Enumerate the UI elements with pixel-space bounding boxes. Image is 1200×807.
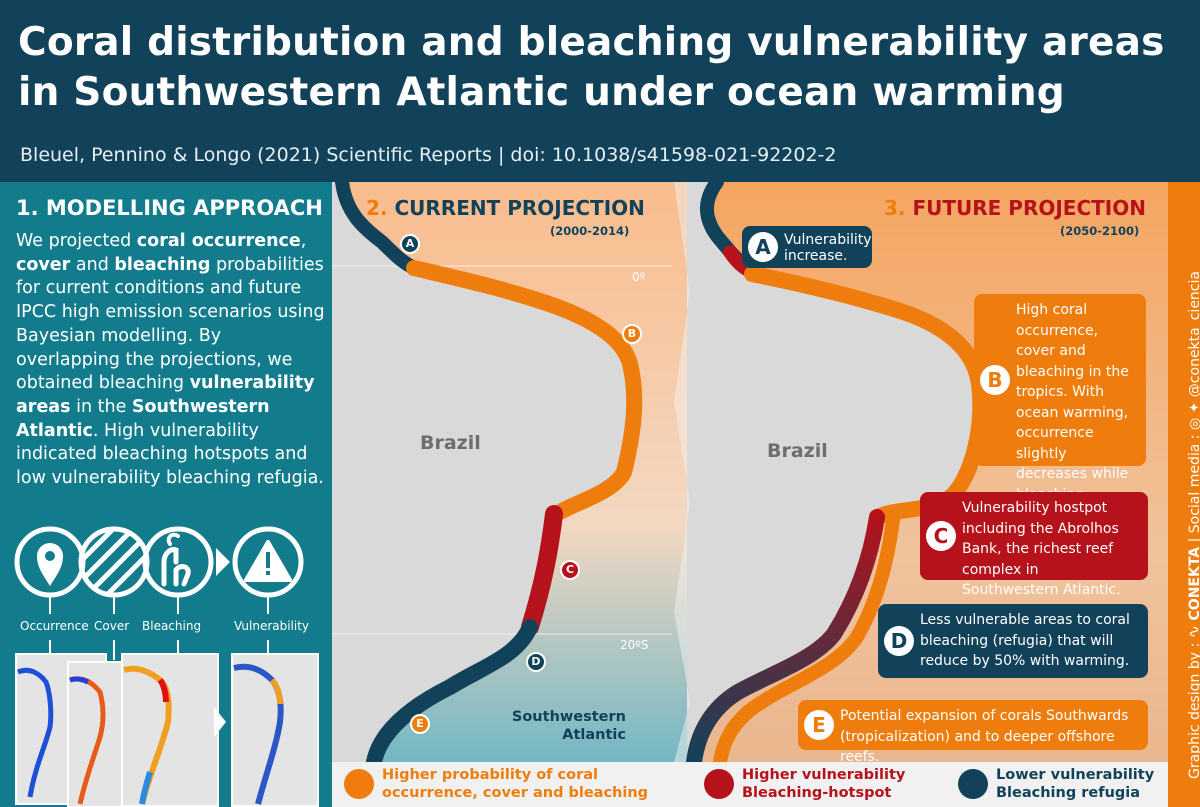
- social-handle[interactable]: @conekta_ciencia: [1187, 271, 1200, 398]
- marker-c-current: C: [560, 560, 580, 580]
- instagram-icon[interactable]: ◎: [1187, 418, 1200, 430]
- mini-map-vulnerability: [231, 653, 319, 807]
- marker-d-current: D: [526, 652, 546, 672]
- mini-map-bleaching: [121, 653, 219, 807]
- panel1-text: We projected coral occurrence, cover and…: [16, 231, 325, 489]
- arrow-icon: [216, 548, 230, 576]
- marker-e-current: E: [410, 714, 430, 734]
- box-a: A Vulnerability increase.: [742, 226, 872, 268]
- coral-icon: [142, 526, 214, 598]
- marker-b-current: B: [622, 324, 642, 344]
- label-brazil-future: Brazil: [767, 440, 828, 462]
- marker-a-current: A: [400, 234, 420, 254]
- panel2-period: (2000-2014): [550, 224, 630, 238]
- page-title: Coral distribution and bleaching vulnera…: [18, 20, 1165, 115]
- panel1-title: 1. MODELLING APPROACH: [16, 196, 323, 220]
- panel3-period: (2050-2100): [1060, 224, 1140, 238]
- legend-orange: Higher probability of coral occurrence, …: [382, 767, 649, 801]
- box-b: B High coral occurrence, cover and bleac…: [974, 294, 1146, 523]
- label-cover: Cover: [94, 619, 130, 633]
- legend-dot-teal: [958, 769, 988, 799]
- label-brazil-current: Brazil: [420, 432, 481, 454]
- credits-sidebar: Graphic design by : ∿ CONEKTA | Social m…: [1168, 182, 1200, 807]
- label-sw-atlantic: Southwestern Atlantic: [511, 709, 626, 743]
- legend-teal: Lower vulnerability Bleaching refugia: [996, 767, 1155, 801]
- legend: Higher probability of coral occurrence, …: [332, 762, 1170, 807]
- label-vulnerability: Vulnerability: [234, 619, 310, 633]
- legend-dot-orange: [344, 769, 374, 799]
- conekta-logo-icon: ∿: [1184, 625, 1200, 638]
- box-d: D Less vulnerable areas to coral bleachi…: [878, 604, 1148, 678]
- header: Coral distribution and bleaching vulnera…: [0, 0, 1200, 182]
- label-bleaching: Bleaching: [142, 619, 202, 633]
- lat-20s: 20ºS: [620, 638, 649, 652]
- credits-text: Graphic design by : ∿ CONEKTA | Social m…: [1184, 271, 1200, 779]
- warning-icon: [232, 526, 304, 598]
- label-occurrence: Occurrence: [20, 619, 89, 633]
- panel2-title: 2. CURRENT PROJECTION: [366, 196, 645, 220]
- lat-equator: 0º: [632, 270, 646, 284]
- box-e: E Potential expansion of corals Southwar…: [798, 700, 1148, 765]
- twitter-icon[interactable]: ✦: [1187, 402, 1200, 414]
- map-area: 2. CURRENT PROJECTION (2000-2014) 0º 20º…: [332, 182, 1200, 807]
- arrow-icon-2: [214, 707, 226, 737]
- citation: Bleuel, Pennino & Longo (2021) Scientifi…: [20, 144, 837, 166]
- panel3-title: 3. FUTURE PROJECTION: [884, 196, 1146, 220]
- box-c: C Vulnerability hostpot including the Ab…: [920, 492, 1148, 598]
- modelling-icons: [14, 526, 319, 807]
- panel-modelling-approach: 1. MODELLING APPROACH We projected coral…: [0, 182, 332, 807]
- legend-red: Higher vulnerability Bleaching-hotspot: [742, 767, 906, 801]
- legend-dot-red: [704, 769, 734, 799]
- location-pin-icon: [14, 526, 86, 598]
